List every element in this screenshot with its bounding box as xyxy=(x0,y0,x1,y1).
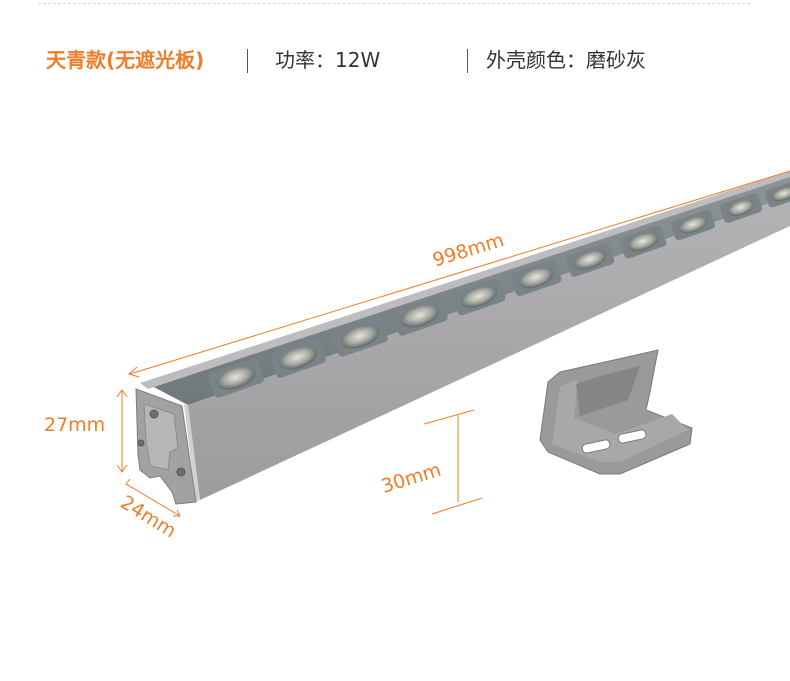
width-dimension-line xyxy=(125,483,181,517)
width-label: 24mm xyxy=(116,491,180,542)
separator xyxy=(467,49,468,73)
front-face xyxy=(188,196,790,500)
led-lens xyxy=(627,232,659,252)
power-label: 功率：12W xyxy=(275,48,381,72)
led-lens xyxy=(678,216,708,234)
led-lens xyxy=(518,267,554,289)
led-lens xyxy=(573,250,607,270)
height-label: 27mm xyxy=(44,414,105,436)
bracket-label: 30mm xyxy=(379,459,444,498)
screw-icon xyxy=(176,467,186,477)
top-rim xyxy=(140,171,790,389)
mounting-bracket xyxy=(539,349,693,475)
separator xyxy=(247,49,248,73)
led-lens xyxy=(400,304,440,328)
top-divider xyxy=(38,3,750,4)
screw-icon xyxy=(137,439,145,447)
dimension-lines xyxy=(116,170,790,517)
led-lens xyxy=(460,286,498,308)
led-lens xyxy=(340,325,380,349)
spec-bar: 天青款(无遮光板) 功率：12W 外壳颜色：磨砂灰 xyxy=(0,46,790,76)
led-lenses xyxy=(208,180,790,398)
model-label: 天青款(无遮光板) xyxy=(46,48,205,72)
led-lens xyxy=(278,346,318,370)
screw-icon xyxy=(149,409,159,419)
shell-color-label: 外壳颜色：磨砂灰 xyxy=(486,48,646,72)
led-lens xyxy=(727,199,755,217)
led-lens xyxy=(771,186,790,202)
length-dimension-line xyxy=(129,170,790,375)
led-lens xyxy=(216,366,256,390)
length-label: 998mm xyxy=(430,229,507,271)
